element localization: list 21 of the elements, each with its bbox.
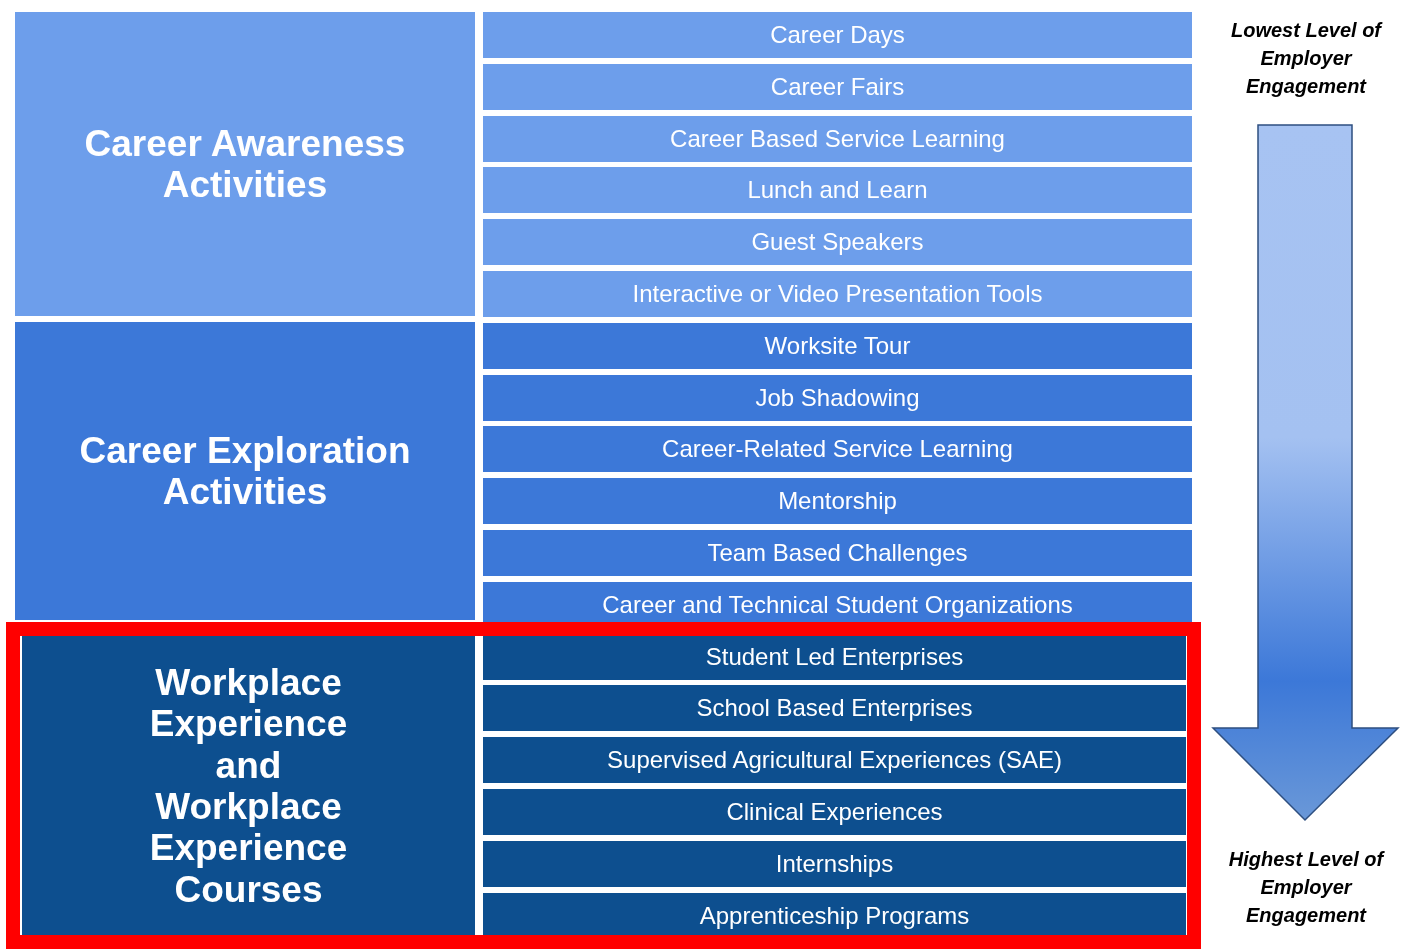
activity-box: Interactive or Video Presentation Tools xyxy=(483,271,1192,317)
activity-box: School Based Enterprises xyxy=(483,685,1186,732)
engagement-label: Highest Level of Employer Engagement xyxy=(1227,847,1386,928)
activity-box: Mentorship xyxy=(483,478,1192,525)
activity-box: Career-Related Service Learning xyxy=(483,426,1192,473)
category-box: Workplace Experience and Workplace Experience Courses xyxy=(22,636,475,936)
activity-box: Clinical Experiences xyxy=(483,789,1186,835)
activity-box: Lunch and Learn xyxy=(483,167,1192,214)
activity-box: Student Led Enterprises xyxy=(483,633,1186,680)
activity-box: Internships xyxy=(483,840,1186,887)
activity-box: Supervised Agricultural Experiences (SAE) xyxy=(483,737,1186,784)
activity-box: Worksite Tour xyxy=(483,322,1192,369)
activity-box: Job Shadowing xyxy=(483,374,1192,421)
category-box: Career Awareness Activities xyxy=(15,12,475,316)
activity-box: Career Days xyxy=(483,12,1192,58)
category-box: Career Exploration Activities xyxy=(15,322,475,620)
activity-box: Guest Speakers xyxy=(483,219,1192,266)
activity-box: Career Based Service Learning xyxy=(483,115,1192,162)
activity-box: Career Fairs xyxy=(483,63,1192,110)
engagement-label: Lowest Level of Employer Engagement xyxy=(1230,18,1384,99)
activity-box: Team Based Challenges xyxy=(483,530,1192,576)
